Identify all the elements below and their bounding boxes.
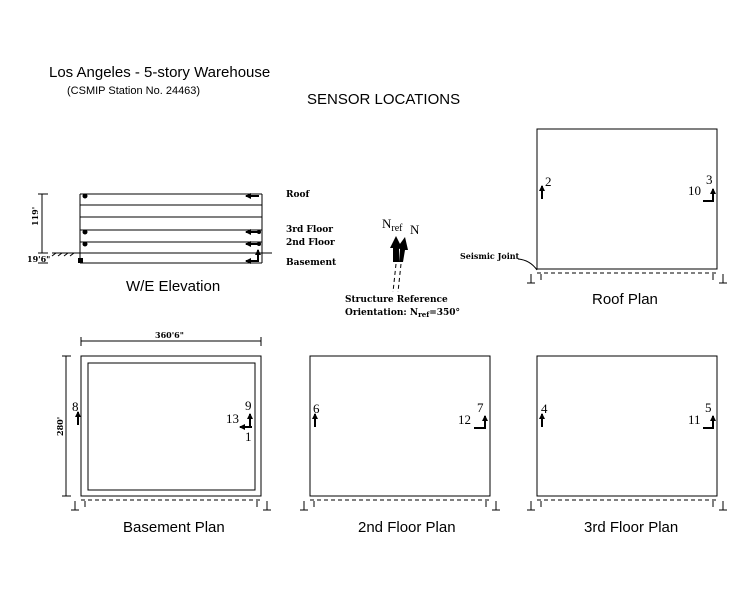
sensor-label-8: 8 bbox=[72, 399, 79, 414]
sensor-dot bbox=[82, 193, 88, 199]
sensor-dot bbox=[82, 229, 88, 235]
column-symbol bbox=[71, 501, 86, 511]
column-symbol bbox=[256, 501, 271, 511]
column-symbol bbox=[300, 501, 315, 511]
sensor-label-4: 4 bbox=[541, 401, 548, 416]
sensor-label-6: 6 bbox=[313, 401, 320, 416]
roof-plan: Seismic Joint 2 10 3 Roof Plan bbox=[460, 128, 727, 308]
sensor-label-9: 9 bbox=[245, 398, 252, 413]
elevation-depth-dim: 19'6" bbox=[27, 254, 50, 264]
basement-plan: 360'6" 280' 8 9 13 1 Basement Plan bbox=[55, 330, 271, 536]
sensor-dot bbox=[82, 241, 88, 247]
sensor-label-10: 10 bbox=[688, 183, 701, 198]
elevation-height-dim: 119' bbox=[30, 207, 40, 226]
page-title: Los Angeles - 5-story Warehouse bbox=[49, 64, 270, 81]
ground-hatch bbox=[51, 252, 75, 257]
reference-dash-line bbox=[392, 263, 397, 293]
roof-plan-outline bbox=[536, 128, 718, 270]
sensor-label-5: 5 bbox=[705, 400, 712, 415]
reference-dash-line bbox=[397, 263, 402, 293]
roof-plan-caption: Roof Plan bbox=[592, 291, 658, 308]
sensor-dot bbox=[78, 258, 83, 263]
nref-label: Nref bbox=[382, 216, 403, 234]
station-number: (CSMIP Station No. 24463) bbox=[67, 85, 200, 97]
north-arrow-group: Nref N Structure Reference Orientation: … bbox=[345, 216, 460, 319]
sensor-label-13: 13 bbox=[226, 411, 239, 426]
basement-inner-outline bbox=[87, 362, 256, 491]
sensor-label-2: 2 bbox=[545, 174, 552, 189]
column-symbol bbox=[527, 501, 542, 511]
basement-height-dim: 280' bbox=[55, 417, 65, 436]
sensor-label-1: 1 bbox=[245, 429, 252, 444]
floor3-plan-caption: 3rd Floor Plan bbox=[584, 519, 678, 536]
sensor-label-11: 11 bbox=[688, 412, 701, 427]
floor2-plan-outline bbox=[309, 355, 491, 497]
floor2-plan: 6 12 7 2nd Floor Plan bbox=[300, 355, 500, 536]
we-elevation: 119' 19'6" Roof 3rd Floor 2nd Floor Base… bbox=[27, 190, 337, 295]
north-label: N bbox=[410, 222, 420, 237]
nref-arrow-icon bbox=[390, 236, 402, 262]
level-label-roof: Roof bbox=[286, 190, 310, 200]
basement-plan-caption: Basement Plan bbox=[123, 519, 225, 536]
level-label-3rd-floor: 3rd Floor bbox=[286, 225, 333, 235]
level-label-basement: Basement bbox=[286, 258, 337, 268]
sensor-dot bbox=[257, 242, 261, 246]
column-symbol bbox=[527, 274, 542, 284]
basement-width-dim: 360'6" bbox=[155, 330, 184, 340]
basement-outer-outline bbox=[80, 355, 262, 497]
elevation-caption: W/E Elevation bbox=[126, 278, 220, 295]
joint-leader bbox=[517, 258, 538, 271]
sensor-dot bbox=[257, 230, 261, 234]
column-symbol bbox=[712, 501, 727, 511]
north-arrow-icon bbox=[397, 237, 408, 262]
level-label-2nd-floor: 2nd Floor bbox=[286, 238, 335, 248]
sensor-label-12: 12 bbox=[458, 412, 471, 427]
sensor-label-7: 7 bbox=[477, 400, 484, 415]
seismic-joint-label: Seismic Joint bbox=[460, 251, 520, 261]
column-symbol bbox=[712, 274, 727, 284]
reference-line-1: Structure Reference bbox=[345, 295, 448, 305]
sensor-label-3: 3 bbox=[706, 172, 713, 187]
floor3-plan-outline bbox=[536, 355, 718, 497]
floor3-plan: 4 11 5 3rd Floor Plan bbox=[527, 355, 727, 536]
column-symbol bbox=[485, 501, 500, 511]
reference-line-2: Orientation: Nref=350° bbox=[345, 308, 460, 319]
sensor-locations-heading: SENSOR LOCATIONS bbox=[307, 91, 460, 108]
floor2-plan-caption: 2nd Floor Plan bbox=[358, 519, 456, 536]
